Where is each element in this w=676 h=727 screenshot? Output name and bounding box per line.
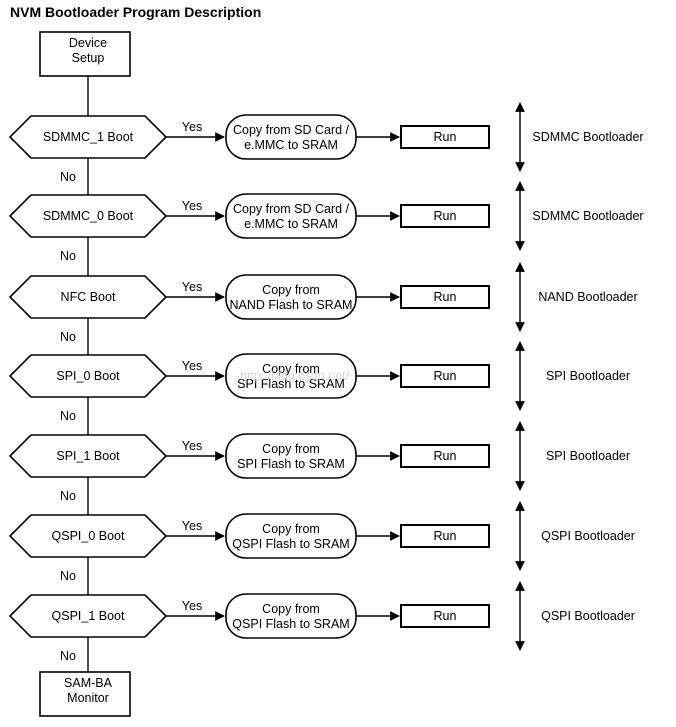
copy-step-label-line-1: Copy from bbox=[262, 522, 320, 536]
run-box bbox=[400, 204, 490, 228]
bootloader-label: SPI Bootloader bbox=[546, 449, 630, 463]
copy-step-label-line-1: Copy from SD Card / bbox=[233, 123, 350, 137]
copy-step-box bbox=[225, 433, 357, 479]
yes-label: Yes bbox=[182, 199, 202, 213]
run-label: Run bbox=[434, 130, 457, 144]
run-label: Run bbox=[434, 209, 457, 223]
decision-label: QSPI_1 Boot bbox=[52, 609, 125, 623]
copy-step-label-line-1: Copy from bbox=[262, 442, 320, 456]
sam-ba-monitor-box bbox=[39, 671, 131, 717]
run-label: Run bbox=[434, 529, 457, 543]
no-label: No bbox=[60, 330, 76, 344]
copy-step-label-line-2: QSPI Flash to SRAM bbox=[232, 617, 349, 631]
copy-step-label-line-1: Copy from bbox=[262, 283, 320, 297]
bootloader-label: SDMMC Bootloader bbox=[532, 209, 643, 223]
bootloader-label: SPI Bootloader bbox=[546, 369, 630, 383]
device-setup-label-line-2: Setup bbox=[72, 51, 105, 65]
no-label: No bbox=[60, 170, 76, 184]
no-label: No bbox=[60, 409, 76, 423]
copy-step-box bbox=[225, 593, 357, 639]
run-box bbox=[400, 604, 490, 628]
run-box bbox=[400, 285, 490, 309]
yes-label: Yes bbox=[182, 519, 202, 533]
bootloader-label: NAND Bootloader bbox=[538, 290, 637, 304]
yes-label: Yes bbox=[182, 599, 202, 613]
decision-label: SPI_1 Boot bbox=[56, 449, 120, 463]
watermark-text: http://blog.csdn.net/ bbox=[240, 369, 350, 383]
device-setup-box bbox=[39, 31, 131, 77]
diagram-title: NVM Bootloader Program Description bbox=[10, 4, 262, 20]
no-label: No bbox=[60, 489, 76, 503]
copy-step-label-line-1: Copy from SD Card / bbox=[233, 202, 350, 216]
device-setup-label-line-1: Device bbox=[69, 36, 107, 50]
no-label: No bbox=[60, 249, 76, 263]
sam-ba-monitor-label-line-1: SAM-BA bbox=[64, 676, 113, 690]
copy-step-label-line-2: e.MMC to SRAM bbox=[244, 217, 338, 231]
run-box bbox=[400, 524, 490, 548]
run-label: Run bbox=[434, 609, 457, 623]
copy-step-label-line-2: QSPI Flash to SRAM bbox=[232, 537, 349, 551]
run-label: Run bbox=[434, 449, 457, 463]
copy-step-label-line-2: SPI Flash to SRAM bbox=[237, 377, 345, 391]
run-box bbox=[400, 444, 490, 468]
decision-label: SDMMC_0 Boot bbox=[43, 209, 134, 223]
copy-step-box bbox=[225, 114, 357, 160]
run-label: Run bbox=[434, 369, 457, 383]
decision-label: SDMMC_1 Boot bbox=[43, 130, 134, 144]
run-label: Run bbox=[434, 290, 457, 304]
bootloader-label: QSPI Bootloader bbox=[541, 529, 635, 543]
decision-label: NFC Boot bbox=[61, 290, 116, 304]
copy-step-label-line-2: NAND Flash to SRAM bbox=[230, 298, 353, 312]
decision-label: SPI_0 Boot bbox=[56, 369, 120, 383]
copy-step-label-line-1: Copy from bbox=[262, 602, 320, 616]
yes-label: Yes bbox=[182, 120, 202, 134]
run-box bbox=[400, 364, 490, 388]
no-label: No bbox=[60, 569, 76, 583]
copy-step-box bbox=[225, 193, 357, 239]
copy-step-label-line-1: Copy from bbox=[262, 362, 320, 376]
sam-ba-monitor-label-line-2: Monitor bbox=[67, 691, 109, 705]
yes-label: Yes bbox=[182, 439, 202, 453]
copy-step-label-line-2: e.MMC to SRAM bbox=[244, 138, 338, 152]
decision-label: QSPI_0 Boot bbox=[52, 529, 125, 543]
yes-label: Yes bbox=[182, 280, 202, 294]
copy-step-box bbox=[225, 274, 357, 320]
yes-label: Yes bbox=[182, 359, 202, 373]
copy-step-label-line-2: SPI Flash to SRAM bbox=[237, 457, 345, 471]
no-label: No bbox=[60, 649, 76, 663]
bootloader-label: SDMMC Bootloader bbox=[532, 130, 643, 144]
bootloader-label: QSPI Bootloader bbox=[541, 609, 635, 623]
copy-step-box bbox=[225, 513, 357, 559]
run-box bbox=[400, 125, 490, 149]
